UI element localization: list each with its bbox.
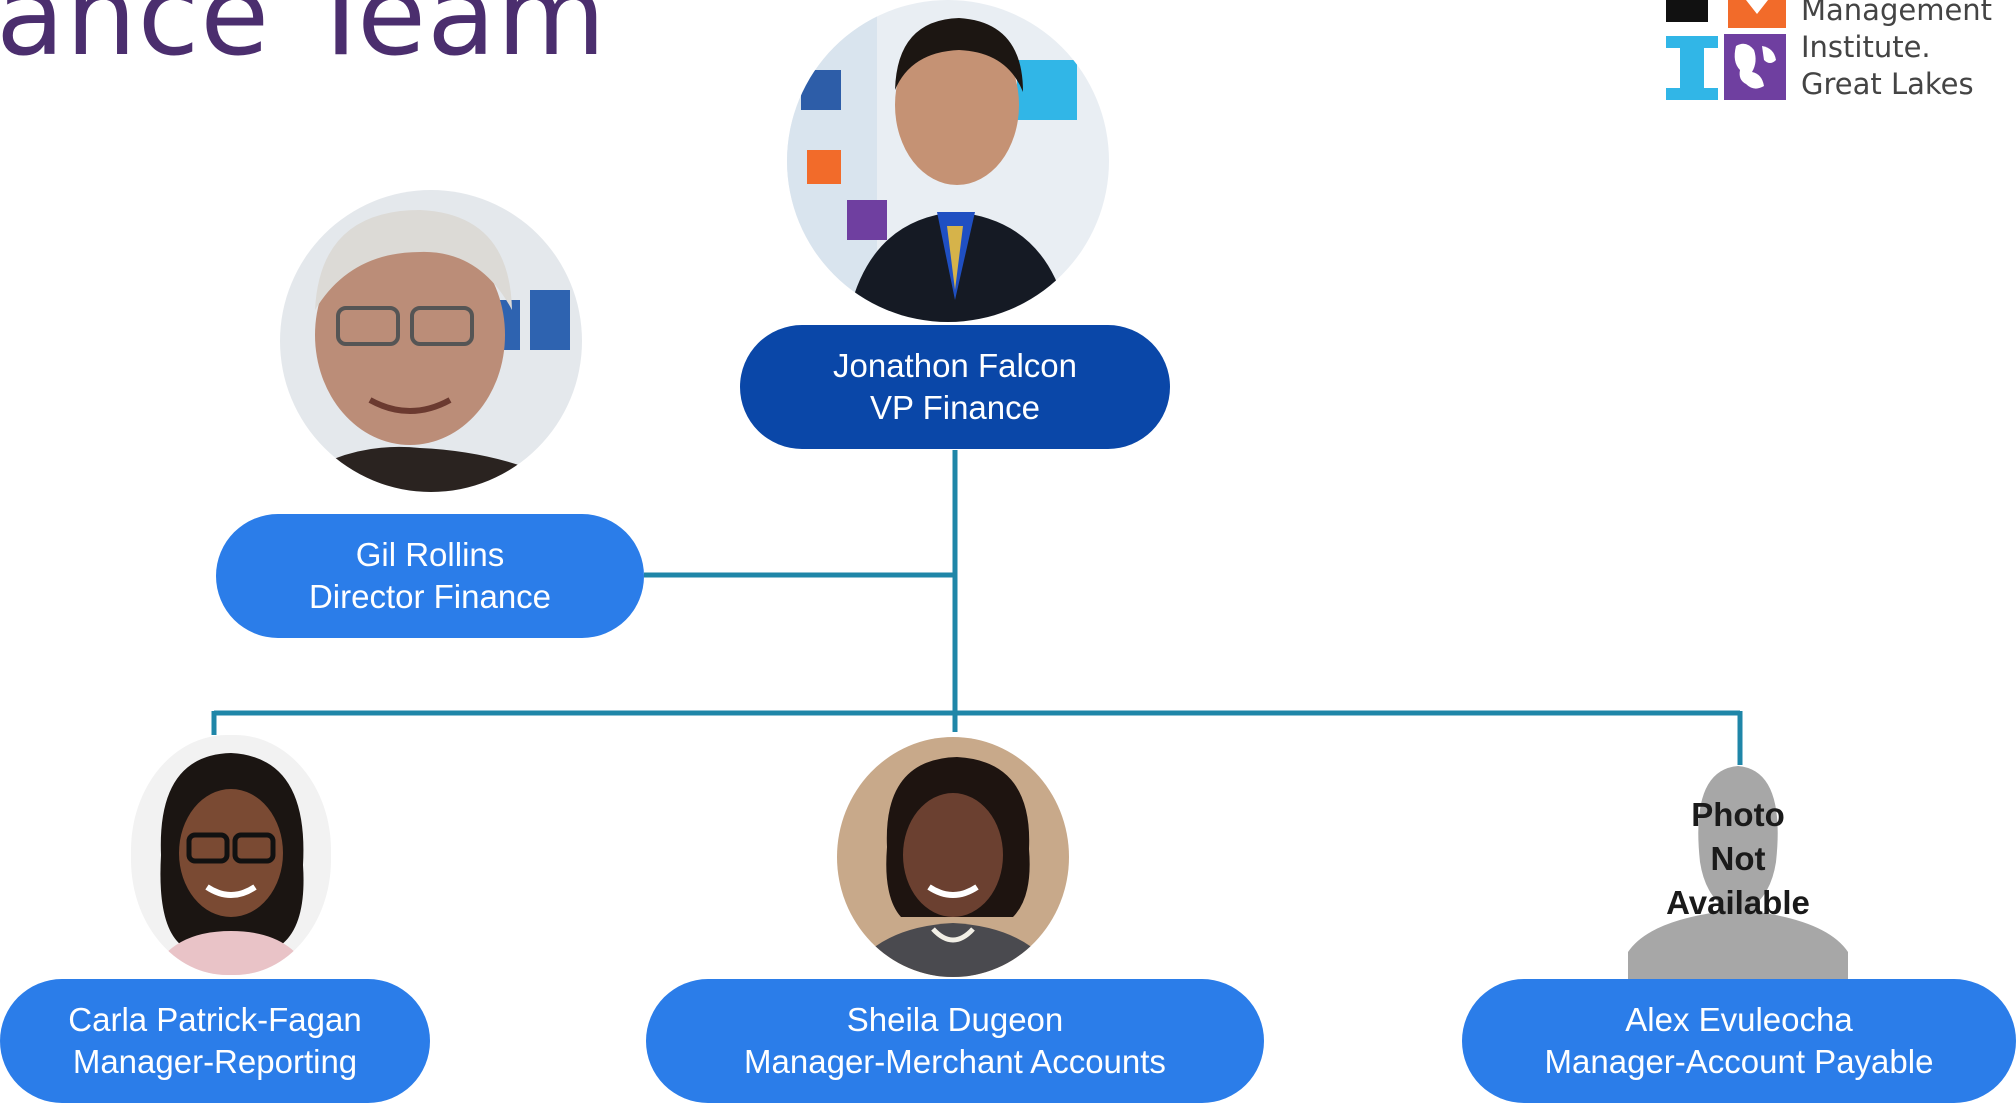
logo-line-1: Management	[1801, 0, 1993, 27]
person-photo-icon	[837, 737, 1069, 977]
manager-2-node: Sheila Dugeon Manager-Merchant Accounts	[646, 979, 1264, 1103]
logo-line-2: Institute.	[1801, 30, 1931, 64]
manager-3-name: Alex Evuleocha	[1625, 1001, 1853, 1038]
director-node: Gil Rollins Director Finance	[216, 514, 644, 638]
slide-title: ance Team	[0, 0, 607, 81]
placeholder-line-3: Available	[1666, 884, 1810, 921]
manager-2-photo	[837, 737, 1069, 977]
manager-3-role: Manager-Account Payable	[1544, 1043, 1934, 1080]
manager-2-name: Sheila Dugeon	[846, 1001, 1064, 1038]
vp-photo	[787, 0, 1109, 322]
placeholder-line-1: Photo	[1691, 796, 1785, 833]
pmi-logo-mark-icon	[1666, 0, 1786, 100]
person-photo-icon	[131, 735, 331, 975]
manager-1-photo	[131, 735, 331, 975]
manager-3-node: Alex Evuleocha Manager-Account Payable	[1462, 979, 2016, 1103]
director-photo	[280, 190, 582, 492]
vp-name: Jonathon Falcon	[832, 347, 1077, 384]
director-role: Director Finance	[308, 578, 552, 615]
manager-1-node: Carla Patrick-Fagan Manager-Reporting	[0, 979, 430, 1103]
photo-not-available-label: Photo Not Available	[1628, 793, 1848, 925]
silhouette-placeholder-icon	[1628, 766, 1848, 982]
placeholder-line-2: Not	[1710, 840, 1766, 877]
vp-node: Jonathon Falcon VP Finance	[740, 325, 1170, 449]
logo-line-3: Great Lakes	[1801, 67, 1974, 101]
vp-role: VP Finance	[870, 389, 1040, 426]
pmi-great-lakes-logo: Management Institute. Great Lakes	[1666, 0, 2016, 110]
person-photo-icon	[280, 190, 582, 492]
manager-2-role: Manager-Merchant Accounts	[744, 1043, 1166, 1080]
logo-wordmark: Management Institute. Great Lakes	[1801, 0, 1992, 103]
manager-1-name: Carla Patrick-Fagan	[68, 1001, 362, 1038]
manager-1-role: Manager-Reporting	[72, 1043, 358, 1080]
person-photo-icon	[787, 0, 1109, 322]
director-name: Gil Rollins	[355, 536, 505, 573]
